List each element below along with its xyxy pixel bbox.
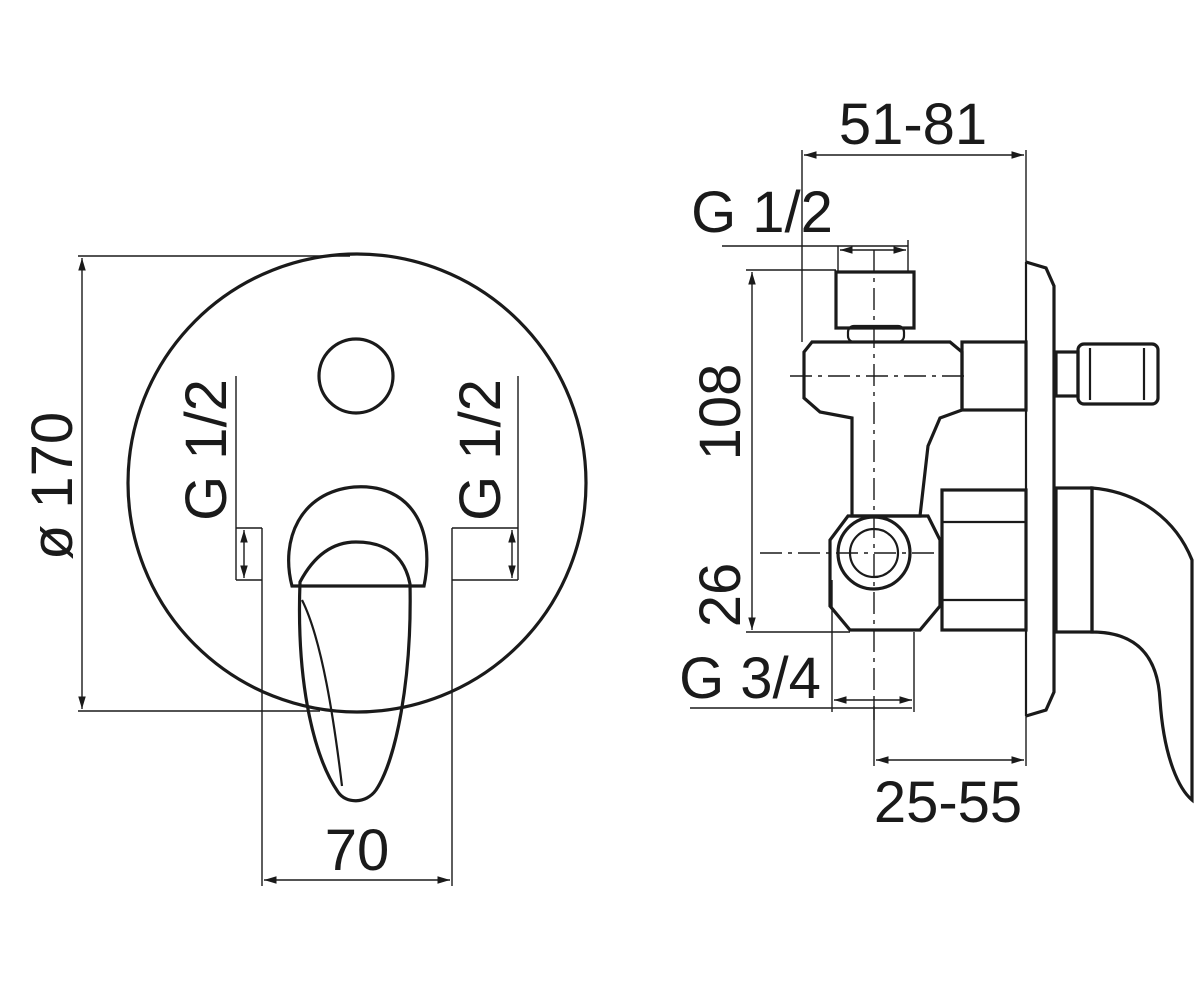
diverter-cap [1076,342,1160,406]
handle-base-side [1054,486,1094,634]
diverter-stem [960,340,1028,412]
depth-range-label: 51-81 [839,92,987,157]
front-view: ø 170 G 1/2 G 1/2 70 [20,252,588,886]
top-inlet [834,270,916,330]
lever-highlight [301,599,344,787]
diameter-label: ø 170 [20,412,85,560]
handle-base [287,485,429,588]
lever-handle-side [1090,486,1194,804]
width-label: 70 [325,818,390,883]
wall-plate [1025,260,1056,718]
cartridge-housing [940,488,1028,632]
cover-plate [126,252,588,714]
valve-body-lower [828,514,942,632]
height-label: 108 [688,364,753,461]
diverter-knob-side [1054,350,1080,398]
side-inlet-label: G 1/2 [691,180,833,245]
wall-range-label: 25-55 [874,770,1022,835]
side-view: 51-81 G 1/2 108 26 G 3/4 25-55 [679,92,1194,835]
diverter-knob [317,337,395,415]
inlet-left-label: G 1/2 [174,379,239,521]
lever-handle [297,540,412,803]
inlet-right-label: G 1/2 [448,379,513,521]
valve-body-upper [802,340,964,518]
outlet-label: G 3/4 [679,646,821,711]
offset-label: 26 [688,563,753,628]
